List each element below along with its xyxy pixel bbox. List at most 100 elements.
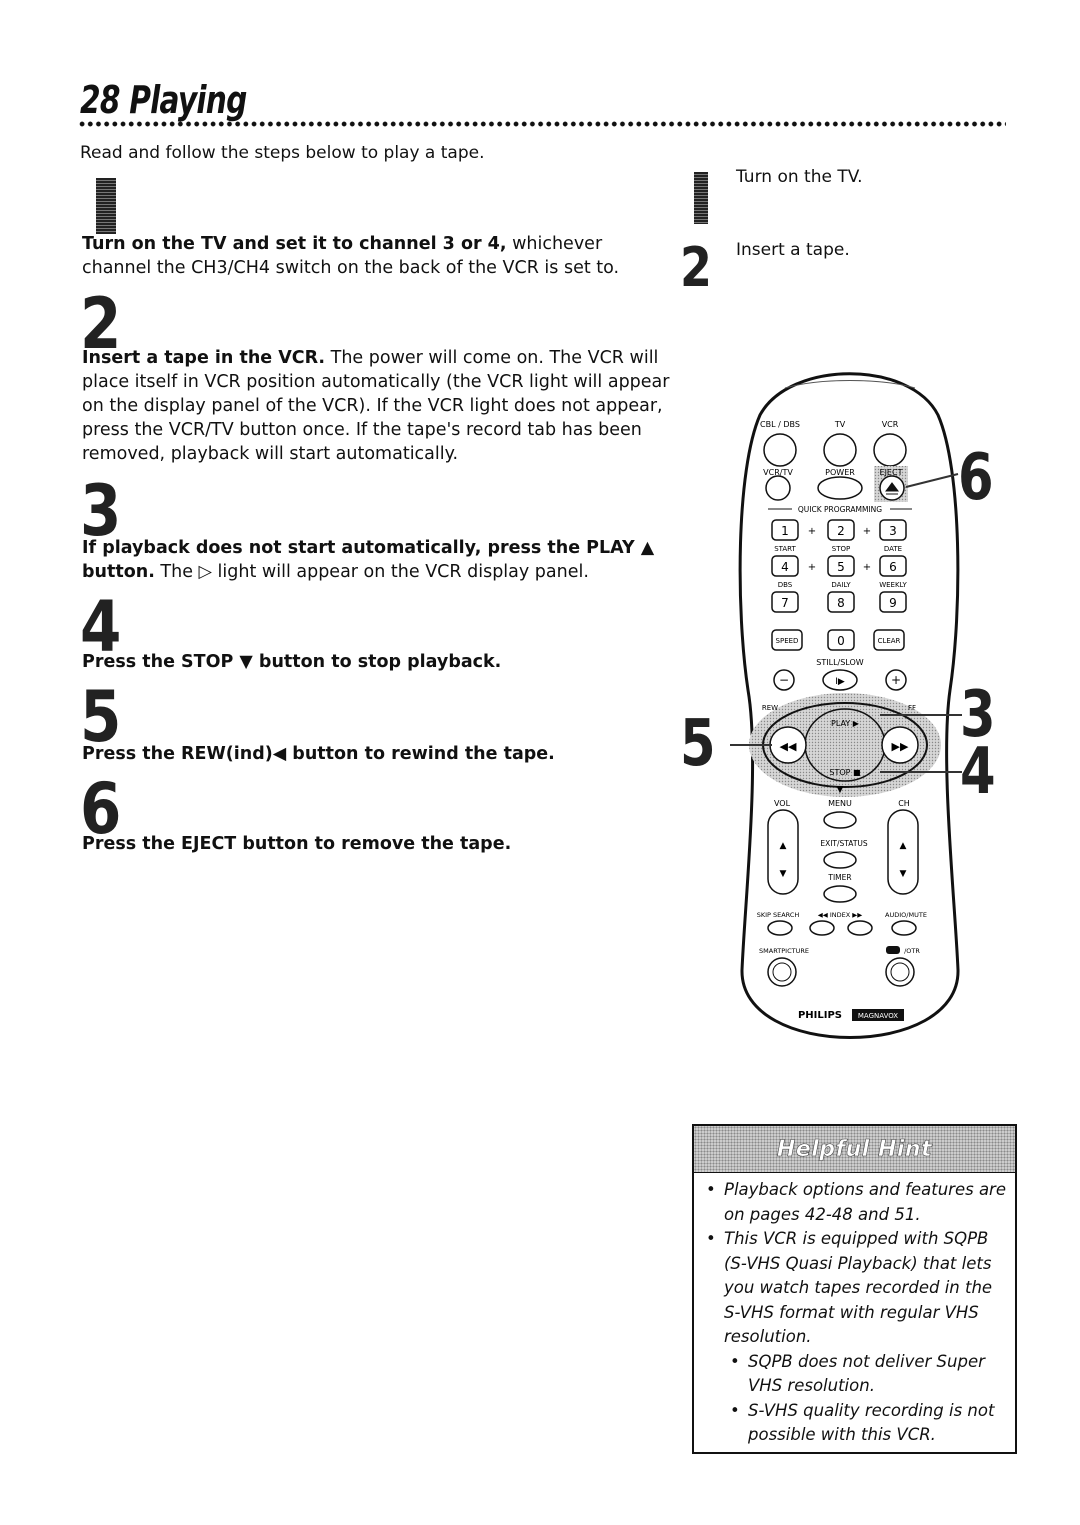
digit-7-label: 7 (781, 596, 789, 610)
label-eject: EJECT (880, 468, 903, 477)
hint-subitem: SQPB does not deliver Super VHS resoluti… (706, 1350, 1006, 1399)
digit-2-button[interactable] (827, 519, 855, 541)
vcr-tv-button[interactable] (765, 475, 791, 501)
svg-text:+: + (808, 526, 816, 537)
label-index: ◀◀ INDEX ▶▶ (818, 911, 862, 919)
brand-magnavox-badge (852, 1009, 904, 1021)
digit-7-button[interactable] (771, 591, 799, 613)
step-3-text: If playback does not start automatically… (82, 536, 672, 584)
intro-text: Read and follow the steps below to play … (80, 143, 485, 163)
label-daily: DAILY (831, 581, 851, 589)
callout-6: 6 (958, 441, 994, 515)
label-smartpicture: SMARTPICTURE (759, 947, 809, 955)
clear-button[interactable] (873, 629, 905, 651)
digit-9-button[interactable] (879, 591, 907, 613)
digit-1-button[interactable] (771, 519, 799, 541)
label-dbs: DBS (778, 581, 793, 589)
slow-plus-button[interactable] (885, 669, 907, 691)
dotted-rule (78, 118, 1006, 130)
label-start: START (774, 545, 796, 553)
svg-text:▲: ▲ (900, 841, 907, 851)
remote-control-illustration: CBL / DBS TV VCR VCR/TV POWER EJECT QUIC… (730, 372, 962, 1039)
svg-text:▶▶: ▶▶ (892, 740, 909, 753)
ff-button[interactable] (881, 726, 919, 764)
label-play: PLAY ▶ (831, 719, 860, 728)
svg-text:+: + (863, 526, 871, 537)
svg-text:I▶: I▶ (835, 677, 845, 687)
label-ff: FF (908, 704, 916, 712)
digit-2-label: 2 (837, 524, 845, 538)
digit-8-label: 8 (837, 596, 845, 610)
digit-6-label: 6 (889, 560, 897, 574)
label-still-slow: STILL/SLOW (816, 658, 863, 667)
label-timer: TIMER (827, 873, 851, 882)
label-vol: VOL (774, 799, 791, 808)
svg-text:◀◀: ◀◀ (780, 740, 797, 753)
label-exit-status: EXIT/STATUS (820, 839, 868, 848)
index-back-button[interactable] (809, 920, 835, 936)
callout-4: 4 (960, 735, 996, 809)
summary-1-text: Turn on the TV. (736, 167, 863, 187)
digit-5-button[interactable] (827, 555, 855, 577)
digit-4-button[interactable] (771, 555, 799, 577)
step-1-body: whichever channel the CH3/CH4 switch on … (82, 234, 620, 278)
digit-3-button[interactable] (879, 519, 907, 541)
step-2-bold: Insert a tape in the VCR. (82, 348, 326, 368)
exit-status-button[interactable] (823, 851, 857, 869)
callout-3: 3 (960, 678, 996, 752)
brand-magnavox: MAGNAVOX (858, 1012, 898, 1020)
step-1-text: Turn on the TV and set it to channel 3 o… (82, 232, 672, 280)
ch-rocker[interactable] (887, 809, 919, 895)
step-5-text: Press the REW(ind)◀ button to rewind the… (82, 742, 672, 766)
menu-button[interactable] (823, 811, 857, 829)
still-button[interactable] (822, 669, 858, 691)
label-vcr: VCR (882, 420, 899, 429)
svg-text:+: + (863, 562, 871, 573)
rec-otr-button[interactable] (885, 957, 915, 987)
step-6-text: Press the EJECT button to remove the tap… (82, 832, 672, 856)
label-stop: STOP (832, 545, 850, 553)
digit-9-label: 9 (889, 596, 897, 610)
index-forward-button[interactable] (847, 920, 873, 936)
step-1-numeral (96, 178, 116, 234)
label-cbl-dbs: CBL / DBS (760, 420, 800, 429)
vol-rocker[interactable] (767, 809, 799, 895)
digit-8-button[interactable] (827, 591, 855, 613)
step-1-bold: Turn on the TV and set it to channel 3 o… (82, 234, 507, 254)
svg-text:−: − (779, 673, 789, 687)
vcr-button[interactable] (873, 433, 907, 467)
label-tv: TV (834, 420, 846, 429)
helpful-hint-header: Helpful Hint (694, 1126, 1015, 1173)
step-5-numeral: 5 (80, 676, 122, 758)
digit-6-button[interactable] (879, 555, 907, 577)
digit-3-label: 3 (889, 524, 897, 538)
label-menu: MENU (828, 799, 852, 808)
step-4-bold: Press the STOP ▼ button to stop playback… (82, 652, 502, 672)
rec-badge (886, 946, 900, 954)
svg-text:+: + (891, 673, 901, 687)
svg-text:▼: ▼ (837, 785, 844, 795)
step-2-body: The power will come on. The VCR will pla… (82, 348, 670, 464)
timer-button[interactable] (823, 885, 857, 903)
step-3-numeral: 3 (80, 470, 122, 552)
svg-text:▲: ▲ (780, 841, 787, 851)
cbl-dbs-button[interactable] (763, 433, 797, 467)
label-stop-button: STOP ■ (829, 768, 860, 777)
skip-search-button[interactable] (767, 920, 793, 936)
audio-mute-button[interactable] (891, 920, 917, 936)
slow-minus-button[interactable] (773, 669, 795, 691)
speed-button[interactable] (771, 629, 803, 651)
smartpicture-button[interactable] (767, 957, 797, 987)
step-4-numeral: 4 (80, 586, 122, 668)
brand-philips: PHILIPS (798, 1010, 842, 1021)
step-2-numeral: 2 (80, 283, 122, 365)
summary-2-numeral: 2 (680, 236, 712, 299)
label-otr: /OTR (904, 947, 920, 955)
digit-5-label: 5 (837, 560, 845, 574)
callout-line-6 (905, 473, 959, 488)
digit-0-button[interactable] (827, 629, 855, 651)
power-button[interactable] (817, 476, 863, 500)
step-4-text: Press the STOP ▼ button to stop playback… (82, 650, 672, 674)
eject-icon (885, 482, 899, 495)
tv-button[interactable] (823, 433, 857, 467)
